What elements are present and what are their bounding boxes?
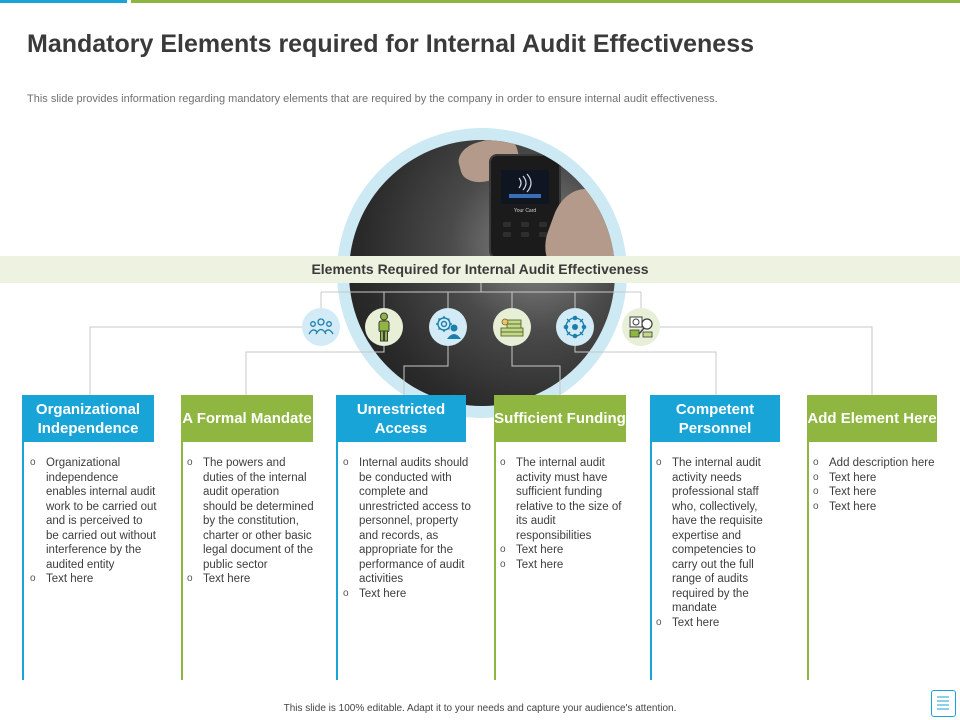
top-accent-bar-green	[131, 0, 960, 3]
bullet-item: Text here	[813, 471, 937, 486]
device-button	[539, 232, 547, 237]
device-button	[521, 222, 529, 227]
bullet-item: Text here	[343, 587, 473, 602]
device-button	[503, 222, 511, 227]
person-icon	[365, 308, 403, 346]
top-accent-bar-blue	[0, 0, 127, 3]
bullet-list-sufficient-funding: The internal audit activity must have su…	[500, 456, 624, 572]
analysis-icon	[622, 308, 660, 346]
bullet-list-organizational-independence: Organizational independence enables inte…	[30, 456, 158, 587]
bullet-item: The powers and duties of the internal au…	[187, 456, 315, 572]
bullet-item: The internal audit activity must have su…	[500, 456, 624, 543]
bullet-list-add-element: Add description here Text here Text here…	[813, 456, 937, 514]
bullet-list-unrestricted-access: Internal audits should be conducted with…	[343, 456, 473, 601]
heading-organizational-independence: Organizational Independence	[22, 395, 154, 442]
device-screen	[501, 170, 549, 204]
network-people-icon	[556, 308, 594, 346]
bullet-list-formal-mandate: The powers and duties of the internal au…	[187, 456, 315, 587]
column-divider	[650, 442, 652, 680]
bullet-item: Text here	[500, 543, 624, 558]
bullet-item: Add description here	[813, 456, 937, 471]
team-icon	[302, 308, 340, 346]
column-divider	[336, 442, 338, 680]
column-divider	[807, 442, 809, 680]
bullet-item: Internal audits should be conducted with…	[343, 456, 473, 587]
bullet-list-competent-personnel: The internal audit activity needs profes…	[656, 456, 780, 630]
bullet-item: Text here	[500, 558, 624, 573]
device-button	[539, 222, 547, 227]
notebook-icon	[931, 690, 956, 717]
slide-subtitle: This slide provides information regardin…	[27, 93, 718, 105]
bullet-item: Text here	[30, 572, 158, 587]
card-reader-device: Your Card	[489, 154, 561, 259]
bullet-item: Text here	[813, 500, 937, 515]
device-screen-text: Your Card	[513, 208, 537, 214]
slide-title: Mandatory Elements required for Internal…	[27, 30, 755, 58]
heading-unrestricted-access: Unrestricted Access	[336, 395, 466, 442]
device-button	[503, 232, 511, 237]
bullet-item: Text here	[813, 485, 937, 500]
bullet-item: Text here	[656, 616, 780, 631]
bullet-item: Organizational independence enables inte…	[30, 456, 158, 572]
column-divider	[22, 442, 24, 680]
contactless-icon	[509, 173, 541, 198]
section-banner: Elements Required for Internal Audit Eff…	[0, 256, 960, 283]
heading-formal-mandate: A Formal Mandate	[181, 395, 313, 442]
heading-competent-personnel: Competent Personnel	[650, 395, 780, 442]
heading-sufficient-funding: Sufficient Funding	[494, 395, 626, 442]
bullet-item: The internal audit activity needs profes…	[656, 456, 780, 616]
gear-person-icon	[429, 308, 467, 346]
column-divider	[181, 442, 183, 680]
bullet-item: Text here	[187, 572, 315, 587]
money-stack-icon	[493, 308, 531, 346]
heading-add-element: Add Element Here	[807, 395, 937, 442]
slide-footer: This slide is 100% editable. Adapt it to…	[283, 703, 677, 714]
device-button	[521, 232, 529, 237]
banner-title: Elements Required for Internal Audit Eff…	[311, 261, 649, 277]
column-divider	[494, 442, 496, 680]
